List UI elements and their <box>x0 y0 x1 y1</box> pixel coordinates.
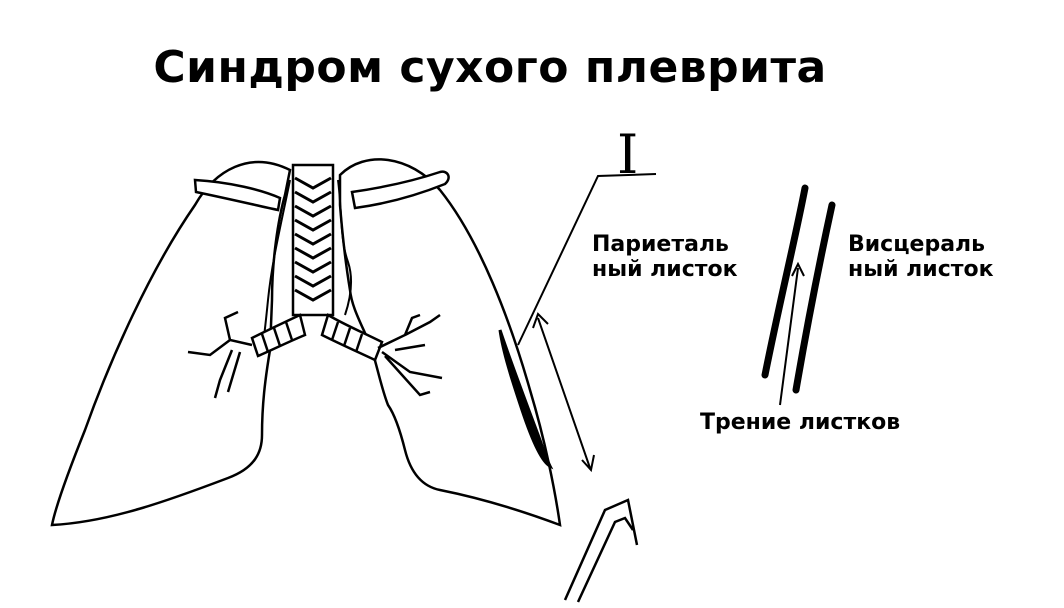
left-main-bronchus <box>320 313 384 362</box>
zigzag-sign <box>563 498 639 603</box>
left-clavicle <box>350 170 450 210</box>
friction-arrow <box>779 261 805 406</box>
bronchus-rings <box>260 321 364 353</box>
inflamed-pleura-segment <box>498 329 554 470</box>
parietal-layer-line <box>761 184 809 379</box>
friction-motion-arrow <box>532 312 595 473</box>
right-bronchial-branches <box>187 310 253 399</box>
marker-pointer-line <box>517 173 657 346</box>
visceral-layer-label: Висцераль ный листок <box>848 232 994 282</box>
friction-label: Трение листков <box>700 410 901 435</box>
stage-marker: I <box>617 123 639 186</box>
diagram-title: Синдром сухого плеврита <box>153 42 827 93</box>
right-clavicle <box>193 178 282 212</box>
trachea-rings <box>294 176 332 302</box>
visceral-layer-line <box>792 201 836 394</box>
mediastinum-right-contour <box>337 179 353 316</box>
visceral-label-line2: ный листок <box>848 257 994 282</box>
left-lung-outline <box>338 158 562 527</box>
left-bronchial-branches <box>377 313 443 397</box>
parietal-layer-label: Париеталь ный листок <box>592 232 738 282</box>
parietal-label-line2: ный листок <box>592 257 738 282</box>
trachea <box>291 163 335 317</box>
right-lung-outline <box>50 160 292 527</box>
visceral-label-line1: Висцераль <box>848 232 986 257</box>
right-main-bronchus <box>250 313 307 358</box>
parietal-label-line1: Париеталь <box>592 232 729 257</box>
